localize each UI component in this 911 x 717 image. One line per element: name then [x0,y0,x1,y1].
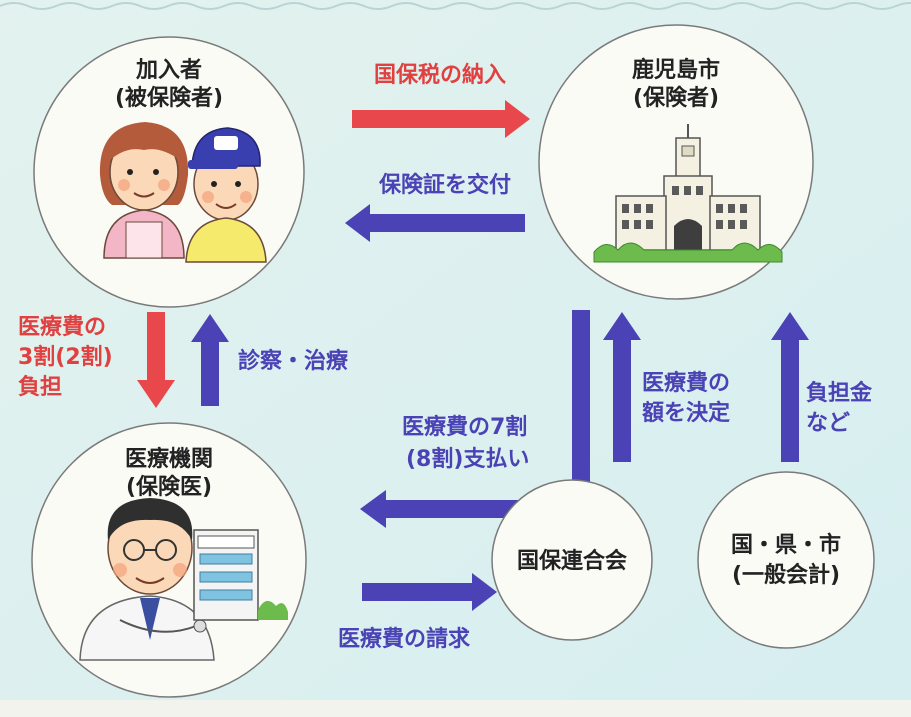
decide-amount-arrow [603,312,641,462]
insurer-role: (保険者) [633,86,719,111]
hospital-role: (保険医) [126,475,212,500]
government-circle [697,471,875,649]
treatment-label: 診察・治療 [238,348,348,374]
copay-label-line2: 3割(2割) [18,344,113,370]
contribution-label-line2: など [806,411,850,436]
couple-illustration-icon [99,122,267,263]
tax-payment-label: 国保税の納入 [374,62,506,88]
copay-label-line1: 医療費の [18,314,106,340]
claim-label: 医療費の請求 [338,626,470,652]
member-role: (被保険者) [115,86,223,111]
payment-70-label-line1: 医療費の7割 [402,414,527,440]
doctor-illustration-icon [79,498,215,661]
hospital-building-icon [193,529,288,621]
government-name: 国・県・市 [731,532,841,558]
member-name: 加入者 [135,58,202,83]
wavy-top-border [0,2,911,10]
federation-circle [491,479,653,641]
government-role: (一般会計) [732,562,840,588]
card-issue-label: 保険証を交付 [378,172,511,198]
card-issue-arrow [345,204,525,242]
claim-arrow [362,573,497,611]
copay-label-line3: 負担 [18,374,62,400]
city-hall-illustration-icon [593,124,783,263]
payment-70-label-line2: (8割)支払い [406,446,529,472]
tax-payment-arrow [352,100,530,138]
contribution-label-line1: 負担金 [806,380,873,406]
bottom-strip [0,700,911,717]
contribution-arrow [771,312,809,462]
treatment-arrow [191,314,229,406]
decide-amount-label-line2: 額を決定 [642,400,730,426]
copay-arrow [137,312,175,408]
hospital-name: 医療機関 [125,446,213,472]
decide-amount-label-line1: 医療費の [642,370,730,396]
federation-name: 国保連合会 [517,548,627,574]
insurer-name: 鹿児島市 [632,57,720,83]
